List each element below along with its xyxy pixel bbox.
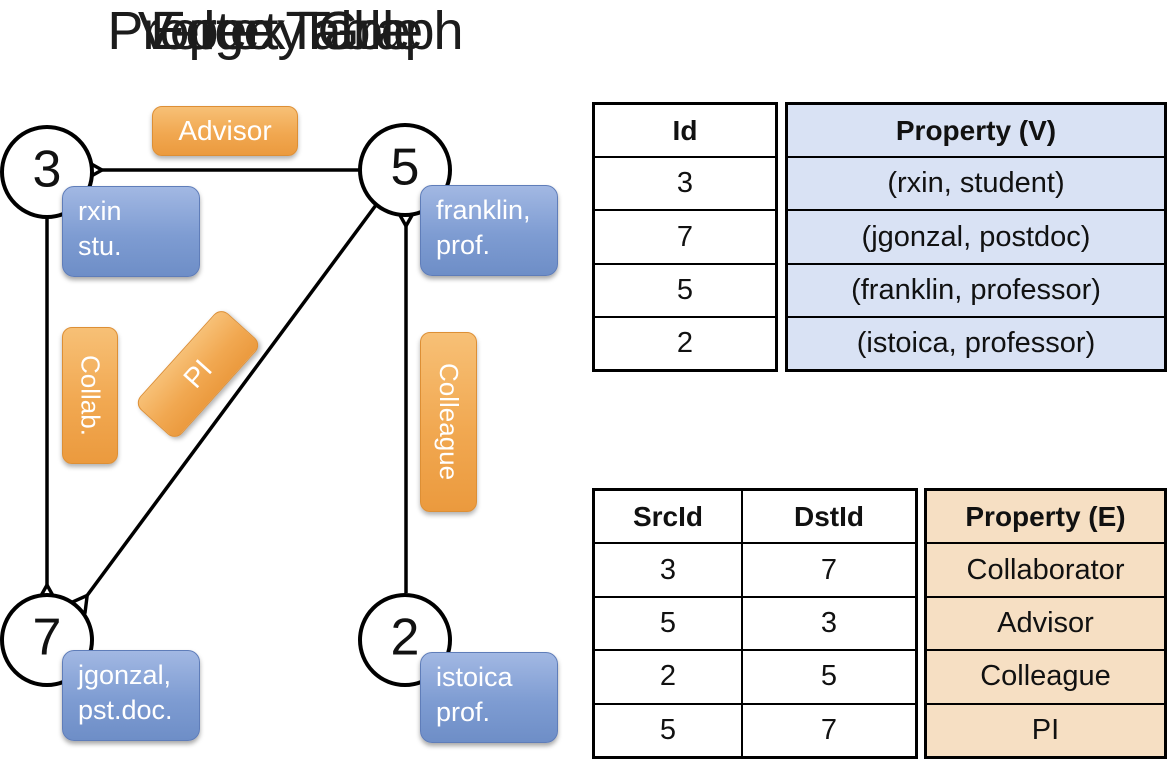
edge-table-srcid-header: SrcId [595, 491, 743, 543]
vertex-table-id-column: Id 3 7 5 2 [592, 102, 778, 372]
vertex-2-property-line2: prof. [436, 697, 491, 728]
vertex-3-id: 3 [32, 140, 62, 199]
vertex-2-property-box: istoica prof. [420, 652, 558, 743]
vertex-3-property-line1: rxin [78, 196, 122, 226]
vertex-3-property-line2: stu. [78, 231, 122, 262]
vertex-table-header-row: Property (V) [788, 105, 1164, 156]
edge-dstid-cell: 7 [820, 553, 838, 586]
table-row: 7 [595, 209, 775, 262]
vertex-id-cell: 2 [676, 326, 694, 359]
vertex-table-id-header: Id [672, 114, 698, 146]
edge-table-property-column: Property (E) Collaborator Advisor Collea… [924, 488, 1167, 759]
vertex-property-cell: (istoica, professor) [856, 326, 1096, 359]
edge-label-advisor: Advisor [152, 106, 298, 156]
edge-label-colleague: Colleague [420, 332, 477, 512]
vertex-3-property-box: rxin stu. [62, 186, 200, 277]
edge-dstid-cell: 5 [820, 660, 838, 693]
edge-property-cell: Collaborator [966, 553, 1125, 586]
table-row: Colleague [927, 649, 1164, 702]
vertex-table-property-column: Property (V) (rxin, student) (jgonzal, p… [785, 102, 1167, 372]
table-row: 2 5 [595, 649, 915, 703]
edge-table-dstid-header: DstId [794, 500, 864, 532]
edge-table-property-header: Property (E) [965, 500, 1126, 532]
table-row: 5 3 [595, 595, 915, 650]
edge-srcid-cell: 2 [595, 651, 743, 703]
vertex-7-property-box: jgonzal, pst.doc. [62, 650, 200, 741]
edge-property-cell: Colleague [980, 660, 1111, 693]
vertex-5-id: 5 [390, 138, 420, 197]
vertex-property-cell: (jgonzal, postdoc) [861, 220, 1091, 253]
edge-dstid-cell: 3 [820, 607, 838, 640]
edge-srcid-cell: 5 [595, 704, 743, 757]
edge-table-header-row: SrcId DstId [595, 491, 915, 543]
vertex-id-cell: 5 [676, 273, 694, 306]
edge-property-cell: Advisor [997, 607, 1094, 640]
table-row: (istoica, professor) [788, 315, 1164, 369]
vertex-2-id: 2 [390, 608, 420, 667]
table-row: PI [927, 702, 1164, 756]
table-row: 2 [595, 315, 775, 369]
table-row: Collaborator [927, 542, 1164, 595]
edge-table-id-columns: SrcId DstId 3 7 5 3 2 5 5 7 [592, 488, 918, 759]
table-row: (jgonzal, postdoc) [788, 209, 1164, 262]
vertex-id-cell: 3 [676, 167, 694, 200]
table-row: Advisor [927, 595, 1164, 649]
table-row: (franklin, professor) [788, 262, 1164, 316]
vertex-5-property-line1: franklin, [436, 195, 531, 225]
table-row: 5 [595, 262, 775, 316]
table-row: 3 [595, 156, 775, 209]
vertex-table-header-row: Id [595, 105, 775, 156]
edge-dstid-cell: 7 [820, 713, 838, 746]
vertex-7-property-line2: pst.doc. [78, 695, 173, 726]
vertex-property-cell: (franklin, professor) [851, 273, 1101, 306]
edge-line-pi-5-to-7 [69, 203, 378, 614]
edge-property-cell: PI [1031, 713, 1060, 746]
vertex-id-cell: 7 [676, 220, 694, 253]
vertex-property-cell: (rxin, student) [887, 167, 1065, 200]
vertex-7-property-line1: jgonzal, [78, 660, 172, 690]
edge-table-title: Edge Table [150, 1, 410, 61]
table-row: 5 7 [595, 702, 915, 757]
vertex-table-property-header: Property (V) [895, 114, 1057, 146]
edge-label-collab: Collab. [62, 327, 118, 464]
table-row: 3 7 [595, 542, 915, 596]
vertex-5-property-box: franklin, prof. [420, 185, 558, 276]
table-row: (rxin, student) [788, 156, 1164, 209]
vertex-table-title: Vertex Table [137, 1, 423, 61]
vertex-7-id: 7 [32, 608, 62, 667]
vertex-2-property-line1: istoica [436, 662, 513, 692]
property-graph-title: Property Graph [107, 1, 463, 61]
vertex-5-property-line2: prof. [436, 230, 491, 261]
edge-table-header-row: Property (E) [927, 491, 1164, 542]
edge-srcid-cell: 5 [595, 597, 743, 650]
edge-srcid-cell: 3 [595, 544, 743, 596]
